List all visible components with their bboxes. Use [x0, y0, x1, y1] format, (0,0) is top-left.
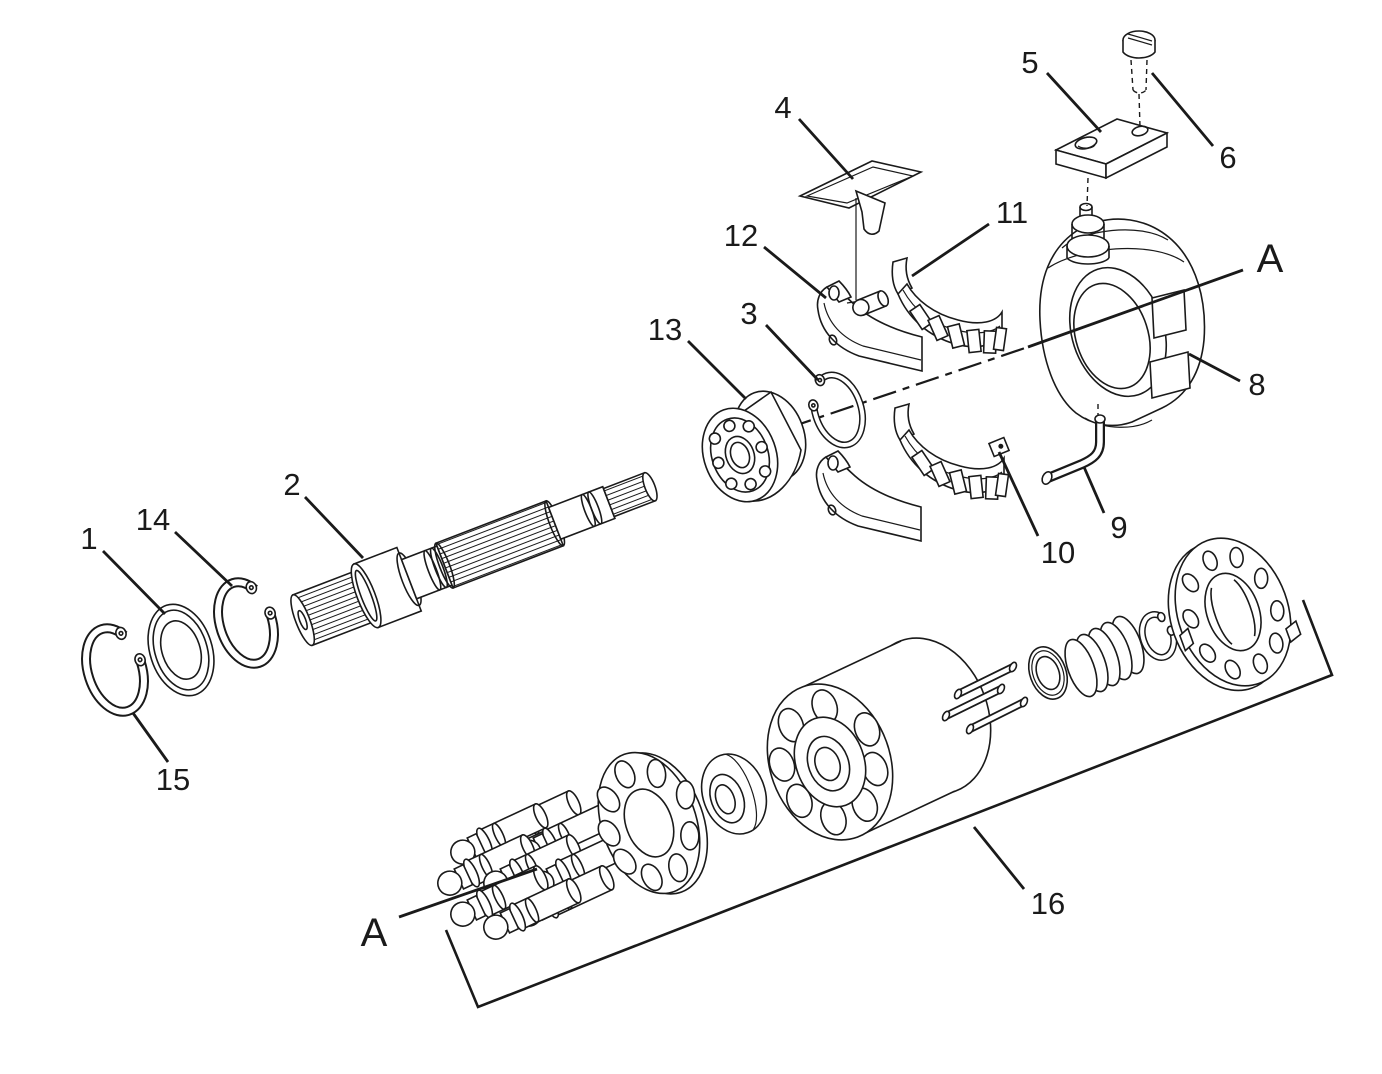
callout-label-11: 11: [996, 195, 1028, 230]
callout-label-13: 13: [648, 312, 682, 347]
pin: [953, 661, 1018, 700]
callout-label-5: 5: [1021, 45, 1038, 80]
guide-rod: [1041, 404, 1106, 486]
callout-label-15: 15: [156, 762, 190, 797]
callout-label-4: 4: [774, 90, 791, 125]
leader-8: [1188, 352, 1241, 383]
leader-13: [687, 340, 747, 400]
retainer-plate: [596, 751, 709, 895]
stop-pin: [987, 436, 1011, 458]
leader-section-a-top: [1027, 268, 1244, 349]
callout-label-10: 10: [1041, 535, 1075, 570]
callout-label-12: 12: [724, 218, 758, 253]
leader-14: [174, 530, 233, 588]
alignment-tool: [797, 160, 924, 304]
snap-ring-3: [807, 371, 867, 449]
callout-label-2: 2: [283, 467, 300, 502]
locating-pin: [852, 290, 890, 317]
group-16-bracket: [444, 599, 1334, 1009]
leader-4: [797, 118, 855, 180]
leader-11: [911, 222, 990, 278]
callout-label-3: 3: [740, 296, 757, 331]
bolt: [1122, 30, 1156, 128]
leader-15: [131, 712, 170, 763]
pin: [941, 683, 1006, 722]
leader-12: [763, 245, 827, 300]
ring-1: [147, 603, 215, 697]
drive-shaft: [290, 471, 658, 647]
section-axis-line: [787, 345, 1029, 430]
valve-plate: [1167, 537, 1302, 692]
leader-2: [303, 496, 365, 559]
callout-label-14: 14: [136, 502, 170, 537]
ball-bearing: [701, 390, 807, 503]
snap-ring-14: [213, 577, 279, 669]
cylinder-block: [766, 637, 992, 841]
spring-washer: [1027, 646, 1069, 700]
callout-label-6: 6: [1219, 140, 1236, 175]
leader-3: [764, 324, 820, 381]
coil-spring: [1064, 615, 1145, 698]
leader-10: [997, 451, 1040, 537]
callout-label-16: 16: [1031, 886, 1065, 921]
callout-label-1: 1: [80, 521, 97, 556]
callout-label-9: 9: [1110, 510, 1127, 545]
section-label-a-top: A: [1257, 237, 1284, 281]
section-label-a-bottom: A: [361, 911, 388, 955]
callout-label-8: 8: [1248, 367, 1265, 402]
leader-5: [1045, 72, 1103, 133]
snap-ring-15: [81, 623, 149, 717]
leader-6: [1150, 72, 1215, 147]
spherical-bushing: [700, 753, 768, 835]
leader-1: [102, 550, 166, 615]
leader-16: [972, 826, 1026, 890]
leader-section-a-bottom: [398, 867, 538, 919]
leader-9: [1082, 466, 1106, 514]
pin: [965, 696, 1029, 735]
hold-down-plate: [1053, 118, 1170, 207]
pin-set: [941, 661, 1029, 735]
